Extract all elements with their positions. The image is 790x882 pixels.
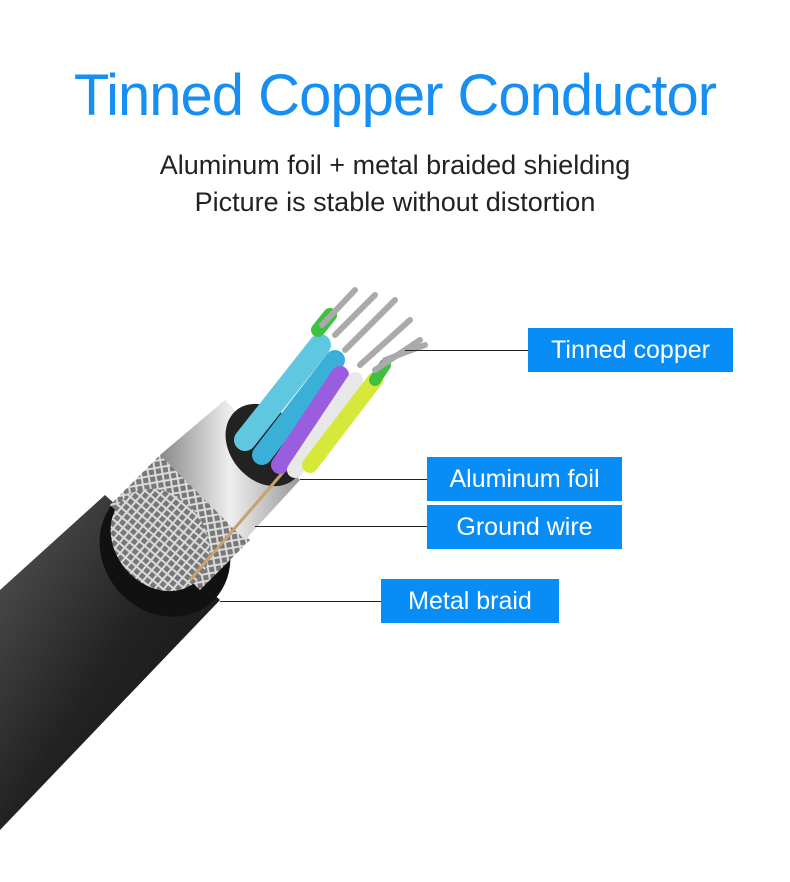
label-aluminum-foil: Aluminum foil	[427, 457, 622, 501]
subtitle-line-2: Picture is stable without distortion	[194, 187, 596, 217]
leader-line-metal-braid	[220, 601, 381, 602]
page-title: Tinned Copper Conductor	[73, 63, 717, 128]
label-metal-braid: Metal braid	[381, 579, 559, 623]
label-tinned-copper: Tinned copper	[528, 328, 733, 372]
subtitle-line-1: Aluminum foil + metal braided shielding	[159, 150, 631, 180]
metal-braid	[110, 455, 250, 592]
leader-line-aluminum-foil	[300, 479, 427, 480]
leader-line-tinned-copper	[405, 350, 528, 351]
insulated-wires	[234, 308, 391, 478]
label-ground-wire: Ground wire	[427, 505, 622, 549]
ground-wire	[188, 469, 287, 581]
leader-line-ground-wire	[255, 526, 427, 527]
tinned-copper-strands	[319, 287, 428, 373]
